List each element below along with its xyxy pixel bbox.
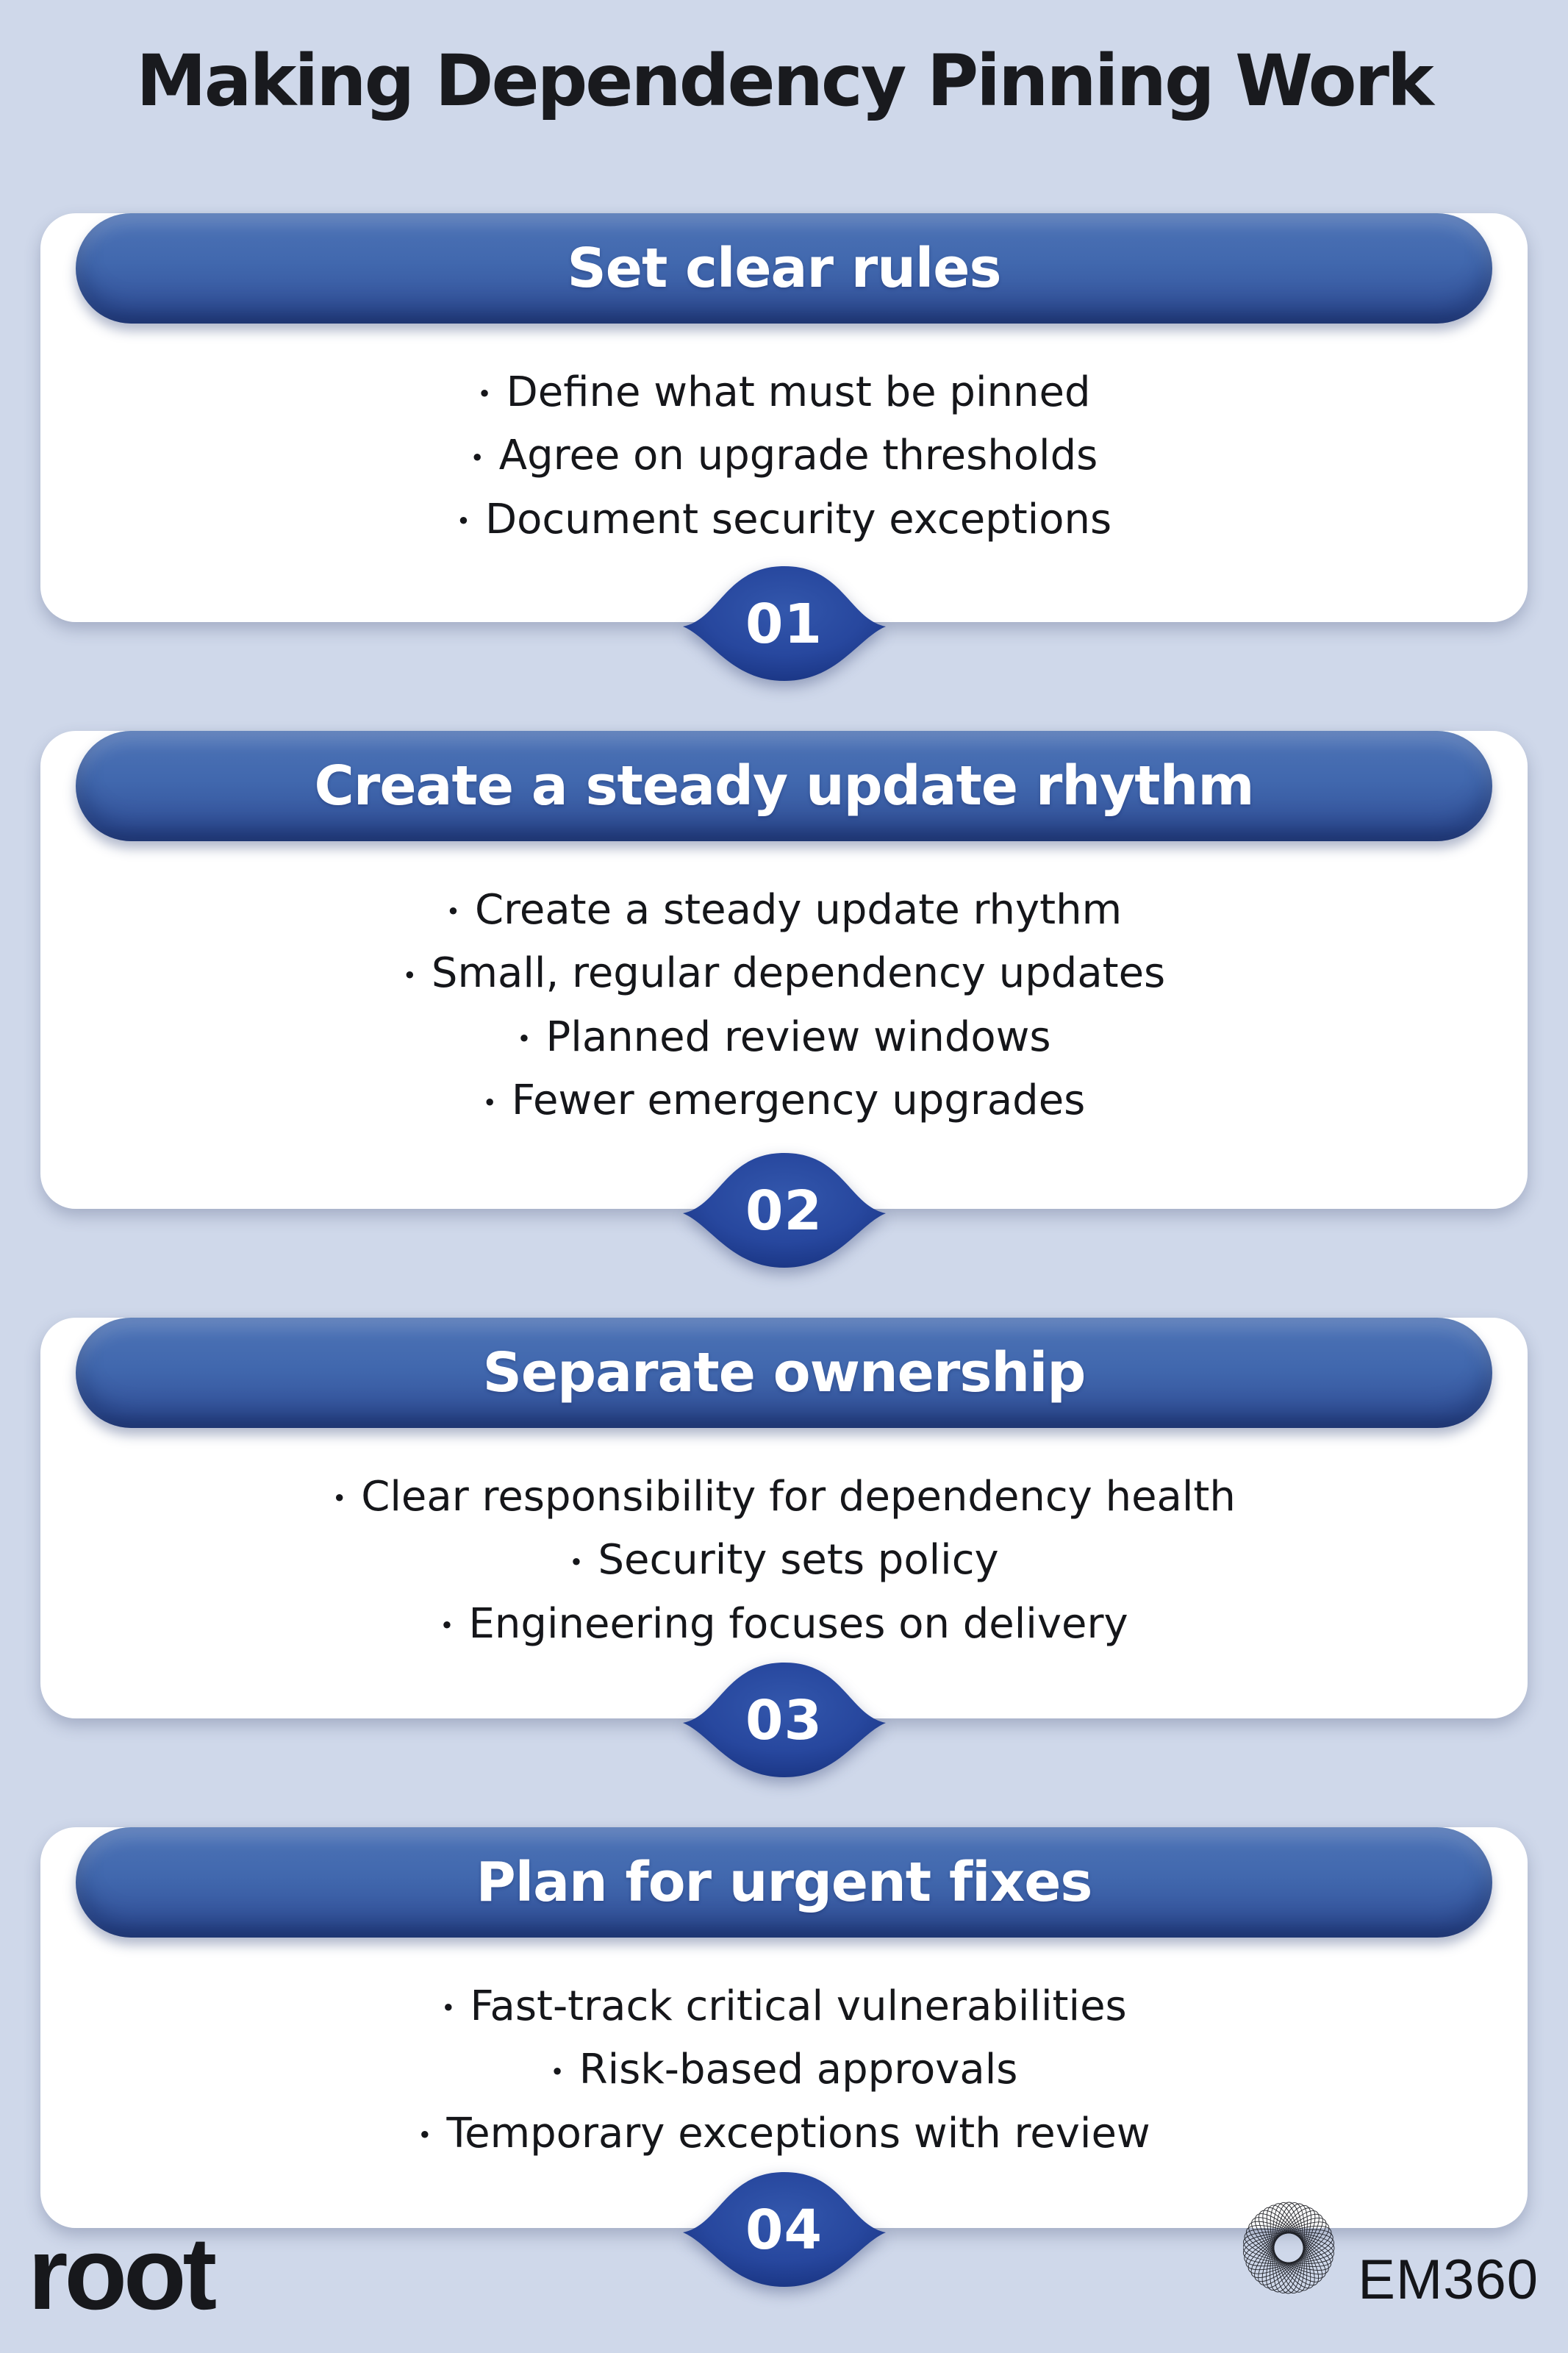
bullet-item: • Risk-based approvals <box>85 2039 1483 2102</box>
footer: root EM360 <box>0 2162 1568 2353</box>
bullet-dot: • <box>418 2121 432 2150</box>
steps-container: Set clear rules • Define what must be pin… <box>40 184 1528 2337</box>
step-2-bullets: • Create a steady update rhythm • Small, r… <box>40 879 1528 1134</box>
step-card-4: Plan for urgent fixes • Fast-track critic… <box>40 1827 1528 2287</box>
bullet-item: • Planned review windows <box>85 1007 1483 1070</box>
bullet-item: • Fewer emergency upgrades <box>85 1070 1483 1133</box>
step-1-heading-pill: Set clear rules <box>76 213 1492 324</box>
bullet-text: Small, regular dependency updates <box>431 949 1166 998</box>
step-3-bullets: • Clear responsibility for dependency hea… <box>40 1466 1528 1657</box>
step-4-heading-pill: Plan for urgent fixes <box>76 1827 1492 1938</box>
step-2-heading: Create a steady update rhythm <box>314 754 1255 818</box>
bullet-text: Agree on upgrade thresholds <box>498 432 1098 480</box>
bullet-text: Create a steady update rhythm <box>474 886 1123 934</box>
bullet-text: Engineering focuses on delivery <box>468 1599 1128 1648</box>
bullet-dot: • <box>441 1994 456 2023</box>
bullet-item: • Security sets policy <box>85 1529 1483 1593</box>
bullet-item: • Document security exceptions <box>85 489 1483 552</box>
bullet-text: Define what must be pinned <box>506 368 1091 416</box>
bullet-dot: • <box>569 1548 584 1577</box>
badge-blob-icon <box>682 566 886 681</box>
bullet-dot: • <box>477 380 492 409</box>
step-card-3: Separate ownership • Clear responsibility… <box>40 1318 1528 1777</box>
bullet-text: Fast-track critical vulnerabilities <box>470 1982 1127 2030</box>
em360-logo-text: EM360 <box>1358 2249 1539 2311</box>
step-3-heading: Separate ownership <box>482 1341 1086 1404</box>
step-1-heading: Set clear rules <box>567 237 1001 300</box>
bullet-item: • Fast-track critical vulnerabilities <box>85 1976 1483 2039</box>
bullet-text: Temporary exceptions with review <box>446 2109 1150 2157</box>
badge-blob-icon <box>682 1663 886 1777</box>
step-4-heading: Plan for urgent fixes <box>476 1851 1093 1914</box>
bullet-item: • Create a steady update rhythm <box>85 879 1483 943</box>
step-2-number-badge: 02 <box>674 1143 895 1277</box>
step-4-number-badge: 04 <box>674 2162 895 2296</box>
bullet-item: • Clear responsibility for dependency hea… <box>85 1466 1483 1529</box>
bullet-item: • Temporary exceptions with review <box>85 2103 1483 2166</box>
bullet-text: Document security exceptions <box>484 495 1112 543</box>
bullet-text: Security sets policy <box>598 1536 999 1585</box>
step-1-number: 01 <box>745 593 823 656</box>
bullet-text: Clear responsibility for dependency heal… <box>361 1473 1236 1521</box>
step-1-bullets: •Define what must be pinned •Agree on up… <box>40 362 1528 552</box>
bullet-text: Risk-based approvals <box>579 2046 1018 2094</box>
bullet-dot: • <box>482 1088 497 1117</box>
step-card-1: Set clear rules • Define what must be pin… <box>40 213 1528 681</box>
step-4-number: 04 <box>745 2199 823 2262</box>
step-3-number-badge: 03 <box>674 1652 895 1786</box>
bullet-text: Fewer emergency upgrades <box>511 1076 1086 1125</box>
bullet-item: • Small, regular dependency updates <box>85 943 1483 1006</box>
step-card-2: Create a steady update rhythm • Create a … <box>40 731 1528 1268</box>
step-3-heading-pill: Separate ownership <box>76 1318 1492 1428</box>
em360-logo: EM360 <box>1243 2158 1539 2338</box>
em360-spiral-icon <box>1243 2202 1335 2294</box>
bullet-dot: • <box>332 1485 347 1513</box>
bullet-item: • Agree on upgrade thresholds <box>85 425 1483 488</box>
step-4-bullets: • Fast-track critical vulnerabilities • Ri… <box>40 1976 1528 2166</box>
bullet-dot: • <box>440 1612 454 1640</box>
bullet-dot: • <box>445 898 460 926</box>
bullet-item: • Engineering focuses on delivery <box>85 1593 1483 1657</box>
step-3-number: 03 <box>745 1689 823 1752</box>
bullet-item: • Define what must be pinned <box>85 362 1483 425</box>
bullet-dot: • <box>550 2057 565 2086</box>
bullet-dot: • <box>470 443 484 472</box>
root-logo: root <box>28 2215 217 2331</box>
bullet-dot: • <box>517 1025 531 1054</box>
bullet-dot: • <box>402 961 417 990</box>
badge-blob-icon <box>682 2172 886 2287</box>
step-1-number-badge: 01 <box>674 556 895 690</box>
step-2-number: 02 <box>745 1179 823 1243</box>
badge-blob-icon <box>682 1153 886 1268</box>
bullet-dot: • <box>456 507 470 536</box>
page-title: Making Dependency Pinning Work <box>136 40 1434 122</box>
bullet-text: Planned review windows <box>545 1013 1051 1061</box>
step-2-heading-pill: Create a steady update rhythm <box>76 731 1492 841</box>
